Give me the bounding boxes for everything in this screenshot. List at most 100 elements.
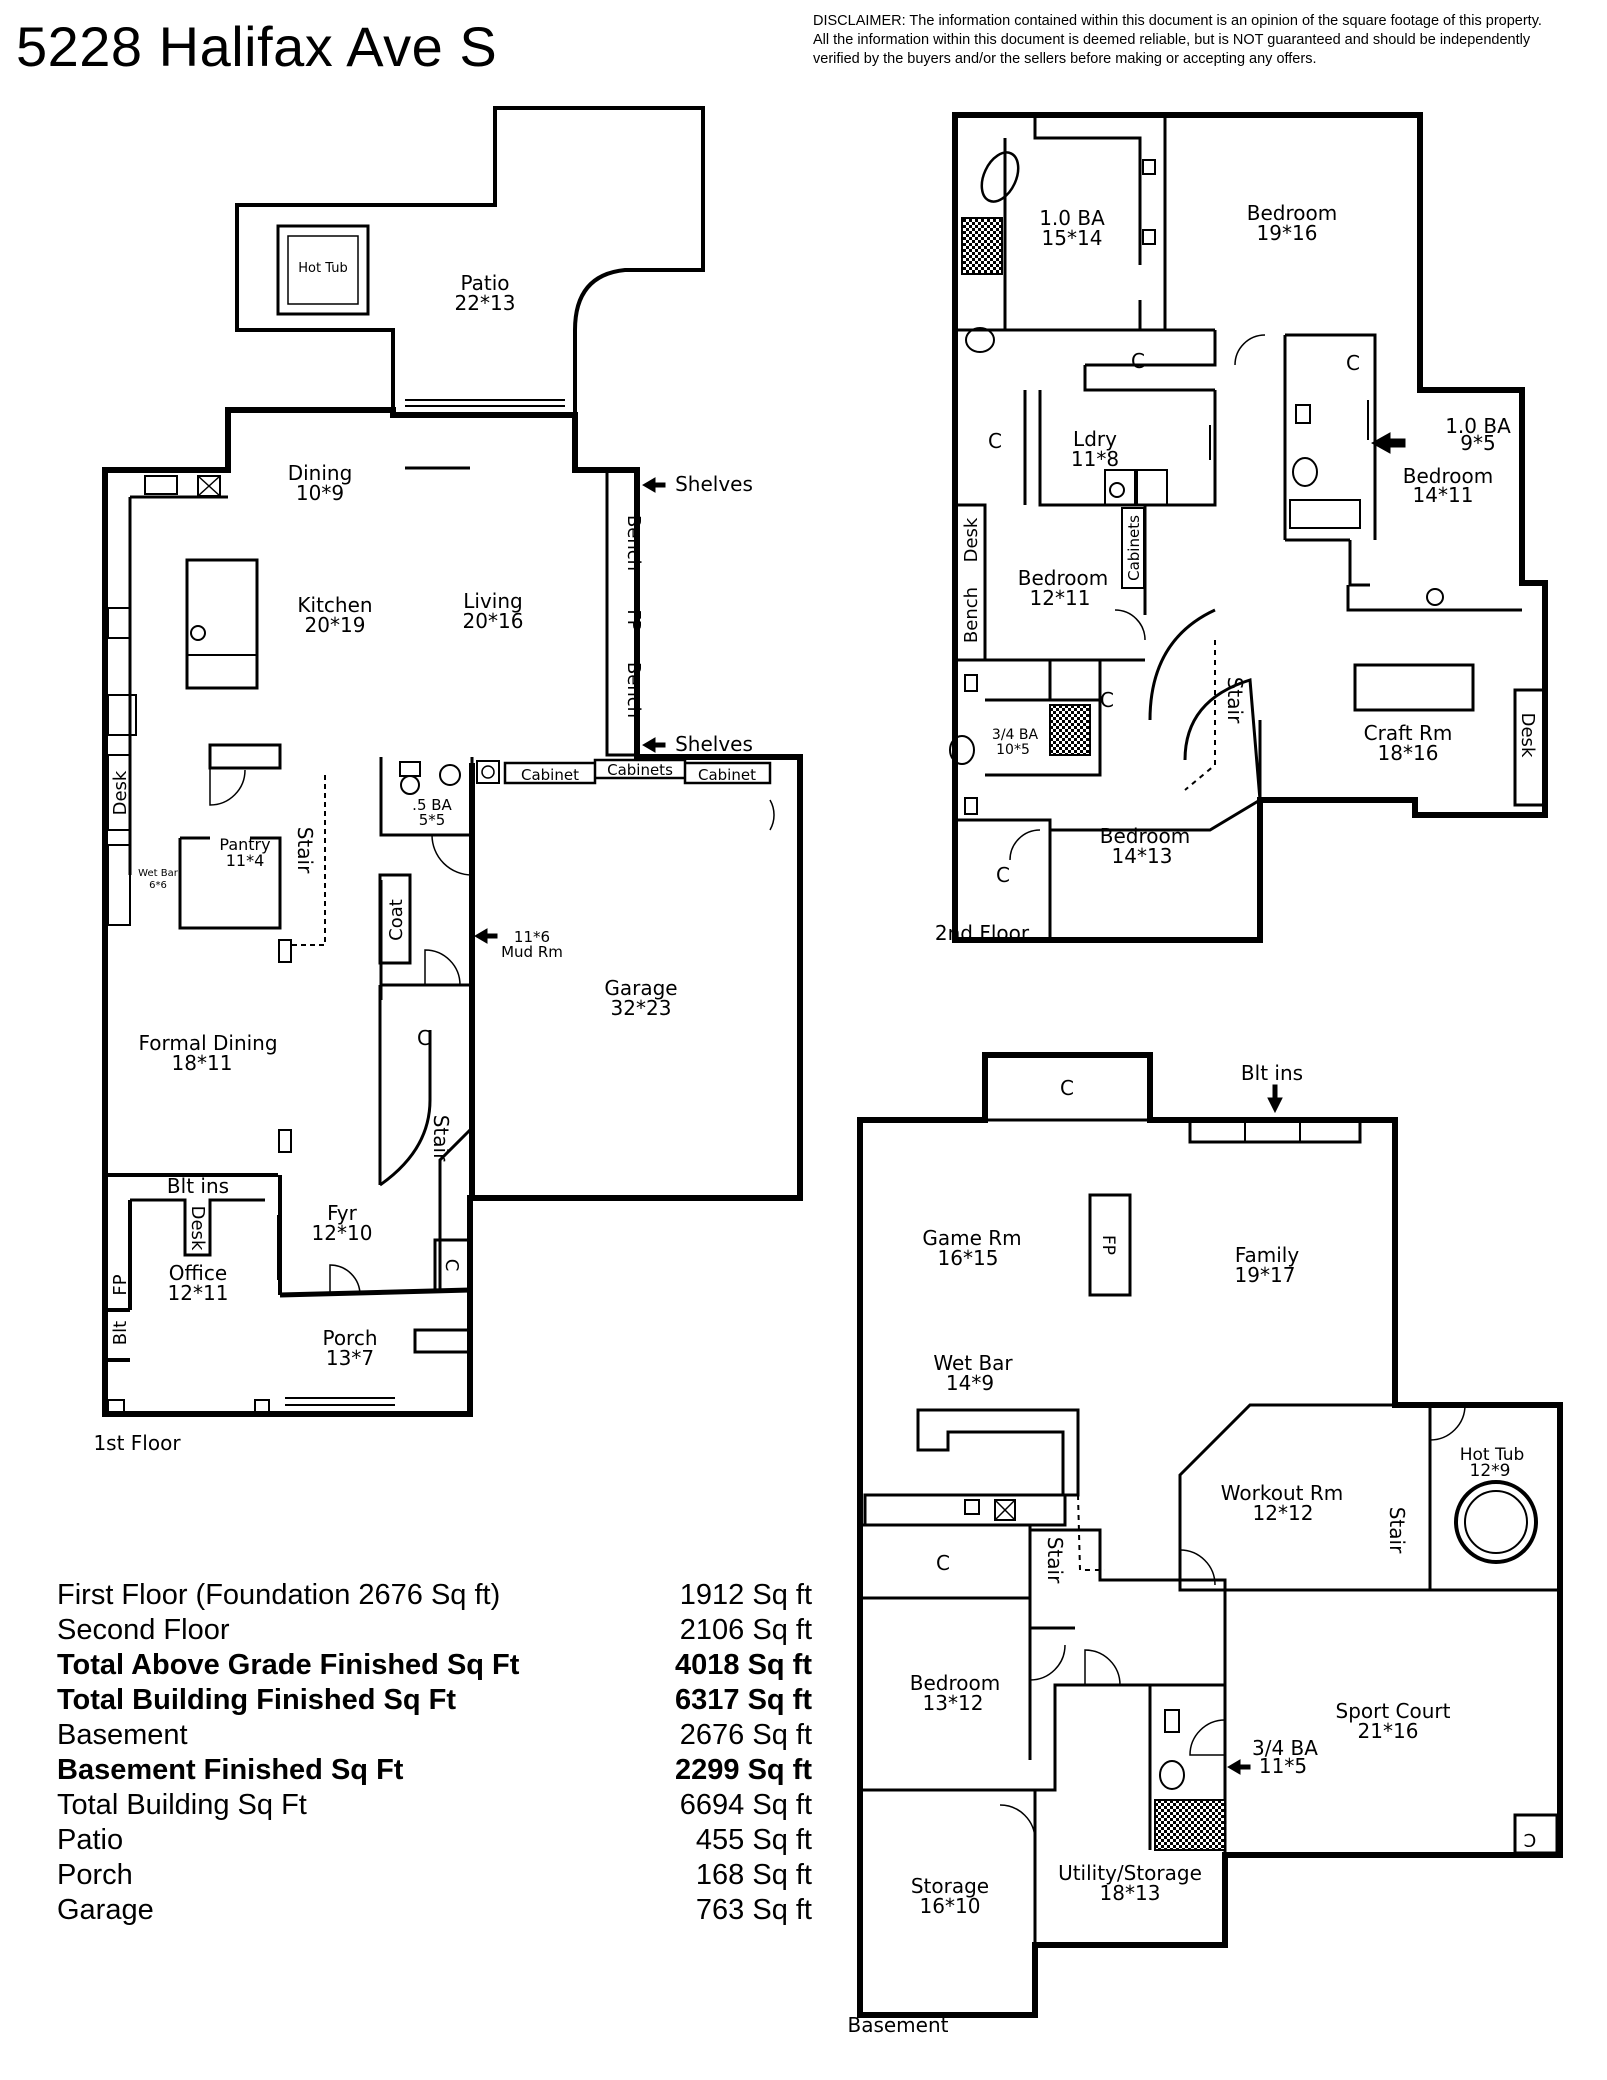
basement-labels: C Blt ins Game Rm 16*15 FP Family 19*17 … [847, 1061, 1536, 2037]
fireplace [1088, 1193, 1132, 1297]
stair-walls [1148, 608, 1262, 801]
sq-ft-label: Total Building Sq Ft [57, 1789, 307, 1821]
dishwasher [197, 475, 221, 497]
three-quarter-bath-walls [985, 660, 1102, 777]
sq-ft-label: Second Floor [57, 1614, 230, 1646]
room-dim: 10*5 [996, 742, 1030, 758]
room-label: Fyr [327, 1201, 358, 1225]
porch-column [107, 1399, 125, 1413]
ba-arrow [1227, 1759, 1251, 1775]
room-dim: 9*5 [1460, 431, 1495, 455]
porch-bench [413, 1328, 472, 1354]
room-label: Bedroom [1403, 464, 1493, 488]
room-dim: 13*12 [923, 1691, 984, 1715]
room-label: Bedroom [910, 1671, 1000, 1695]
desk-label: Desk [1517, 713, 1538, 758]
room-label: 1.0 BA [1039, 206, 1105, 230]
desk-counter [107, 754, 131, 831]
laundry-walls [1023, 390, 1217, 507]
mud-door [424, 949, 461, 986]
room-dim: 19*16 [1257, 221, 1318, 245]
room-label: Porch [322, 1326, 377, 1350]
wet-bar-counter [107, 844, 131, 926]
room-label: Bedroom [1018, 566, 1108, 590]
post [278, 1129, 292, 1153]
bedroom-door [1029, 1644, 1066, 1681]
room-dim: 11*4 [226, 851, 265, 870]
wet-bar-counter [916, 1408, 1080, 1497]
disclaimer-line: DISCLAIMER: The information contained wi… [813, 13, 1542, 29]
toilet [439, 764, 461, 786]
closet-label: C [996, 863, 1010, 887]
foyer-wall [279, 1287, 471, 1298]
room-dim: 11*8 [1071, 447, 1119, 471]
room-dim: 16*15 [938, 1246, 999, 1270]
toilet [949, 735, 975, 765]
coat-closet [378, 873, 412, 965]
blt-ins [1188, 1118, 1362, 1144]
bath-walls [1148, 1683, 1227, 1855]
blt-label: Blt [110, 1321, 131, 1345]
hot-tub-inner [287, 235, 359, 305]
bench-column [605, 468, 639, 757]
hot-tub-label: Hot Tub [298, 261, 347, 276]
sq-ft-label: Basement Finished Sq Ft [57, 1754, 404, 1786]
room-label: Office [169, 1261, 227, 1285]
stair-dash [290, 775, 326, 946]
room-label: 3/4 BA [992, 727, 1039, 743]
closet-label: C [417, 1026, 431, 1050]
desk-label: Desk [187, 1206, 208, 1251]
room-dim: 12*12 [1253, 1501, 1314, 1525]
basement-exterior [857, 1052, 1563, 2018]
room-dim: 11*6 [514, 928, 550, 946]
vanity [1164, 1709, 1180, 1733]
toilet [1159, 1760, 1185, 1790]
dishwasher [994, 1499, 1016, 1521]
vanity [1295, 404, 1311, 424]
garage-door [769, 799, 775, 831]
stair-enclosure [378, 983, 472, 1290]
room-label: Family [1235, 1243, 1300, 1267]
room-label: Garage [604, 976, 677, 1000]
room-dim: 12*11 [168, 1281, 229, 1305]
sport-closet [1513, 1813, 1559, 1855]
page-title: 5228 Halifax Ave S [16, 15, 498, 78]
room-dim: 14*13 [1112, 844, 1173, 868]
room-label: Sport Court [1336, 1699, 1451, 1723]
room-label: Bedroom [1100, 824, 1190, 848]
dishwasher-cross [994, 1499, 1016, 1521]
closet-c2 [860, 1523, 1032, 1760]
closet-label: C [1346, 351, 1360, 375]
craft-walls [1258, 585, 1522, 800]
hot-tub-walls [1428, 1405, 1560, 1592]
fp-label: FP [1098, 1235, 1118, 1255]
sq-ft-value: 2676 Sq ft [679, 1719, 812, 1751]
bedroom-walls [860, 1683, 1150, 1945]
closet-label: C [441, 1259, 462, 1272]
room-label: Kitchen [297, 593, 372, 617]
room-label: Ldry [1073, 427, 1117, 451]
desk-label: Desk [110, 770, 131, 815]
room-label: Patio [460, 271, 509, 295]
porch-column [254, 1399, 270, 1413]
stair-label: Stair [429, 1115, 453, 1162]
sq-ft-value: 1912 Sq ft [679, 1579, 812, 1611]
basement-plan [857, 1052, 1563, 2018]
room-dim: 12*10 [312, 1221, 373, 1245]
sink [1426, 588, 1444, 606]
shower [1154, 1799, 1226, 1851]
cabinet-label: Cabinets [607, 761, 673, 779]
sq-ft-label: First Floor (Foundation 2676 Sq ft) [57, 1579, 501, 1611]
shelves-arrow [642, 737, 666, 753]
coat-label: Coat [386, 899, 407, 941]
vanity [1142, 229, 1156, 245]
room-label: 3/4 BA [1252, 1736, 1318, 1760]
second-floor-labels: 1.0 BA 15*14 Bedroom 19*16 C C C Ldry 11… [935, 201, 1538, 945]
sink [476, 760, 500, 784]
